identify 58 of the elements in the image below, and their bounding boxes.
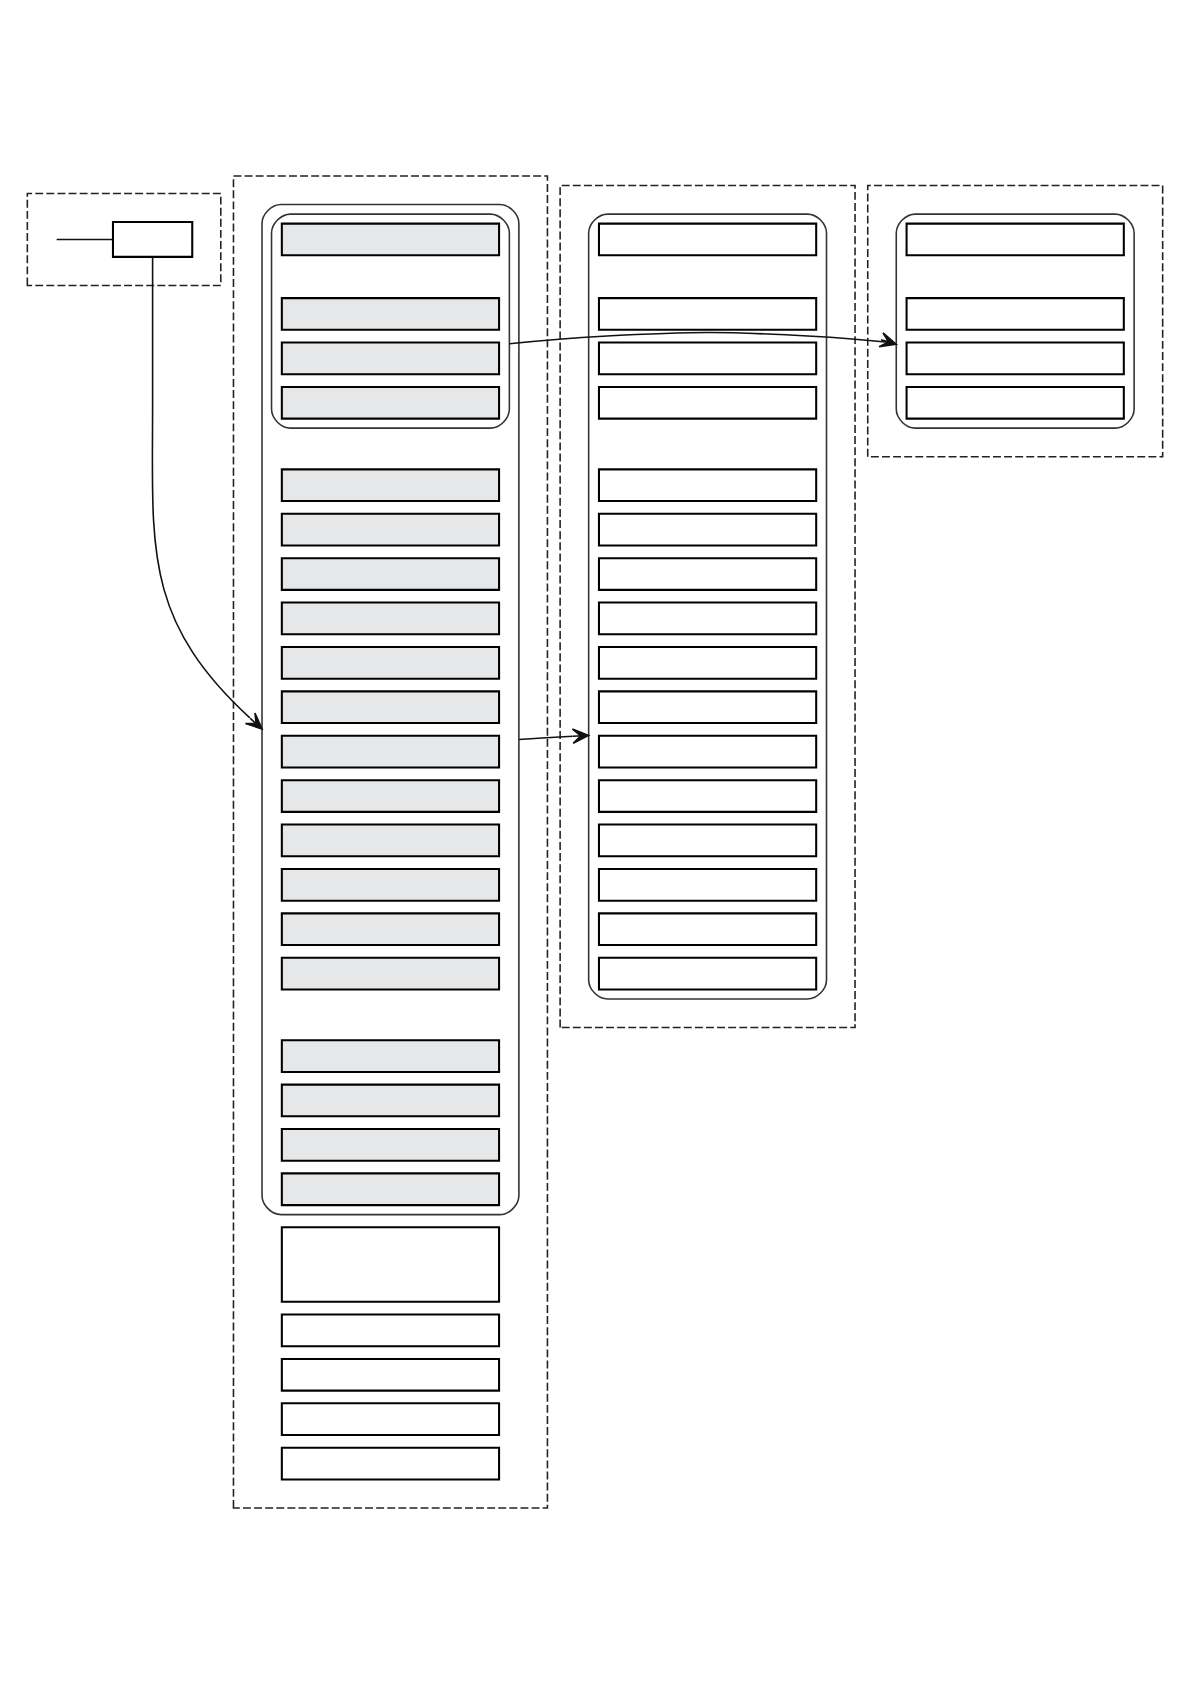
node-box xyxy=(280,1402,501,1437)
node-box xyxy=(280,779,501,813)
node-box xyxy=(280,1083,501,1118)
node-box xyxy=(280,341,501,376)
node-box xyxy=(280,1446,501,1481)
arrow xyxy=(151,256,263,730)
node-box xyxy=(905,341,1125,376)
node-box xyxy=(597,645,818,680)
node-box xyxy=(280,297,501,331)
node-box xyxy=(597,297,818,331)
node-box xyxy=(280,512,501,547)
node-box xyxy=(280,823,501,858)
node-box xyxy=(280,468,501,503)
node-box xyxy=(597,512,818,547)
arrow xyxy=(508,331,898,348)
node-box xyxy=(280,645,501,680)
node-box xyxy=(280,557,501,591)
node-box xyxy=(597,956,818,991)
cluster xyxy=(559,184,856,1029)
cluster xyxy=(232,175,549,1509)
cluster xyxy=(587,213,828,1000)
node-box xyxy=(905,385,1125,420)
node-box xyxy=(111,221,194,258)
node-box xyxy=(280,601,501,636)
node-box xyxy=(597,385,818,420)
node-box xyxy=(597,557,818,591)
node-box xyxy=(597,222,818,257)
node-box xyxy=(597,912,818,947)
cluster xyxy=(261,203,520,1216)
node-box xyxy=(280,956,501,991)
node-box xyxy=(597,823,818,858)
connector xyxy=(55,238,114,241)
node-box xyxy=(280,1313,501,1348)
node-box xyxy=(280,1226,501,1303)
node-box xyxy=(280,690,501,725)
node-box xyxy=(280,734,501,769)
cluster xyxy=(270,213,511,429)
node-box xyxy=(280,385,501,420)
node-box xyxy=(905,297,1125,331)
node-box xyxy=(280,1039,501,1073)
node-box xyxy=(905,222,1125,257)
node-box xyxy=(597,341,818,376)
node-box xyxy=(280,222,501,257)
node-box xyxy=(597,734,818,769)
node-box xyxy=(280,1172,501,1207)
cluster xyxy=(866,184,1164,458)
node-box xyxy=(597,779,818,813)
node-box xyxy=(280,1127,501,1162)
cluster xyxy=(895,213,1135,429)
cluster xyxy=(26,192,222,287)
node-box xyxy=(597,867,818,902)
node-box xyxy=(597,468,818,503)
node-box xyxy=(597,601,818,636)
node-box xyxy=(280,912,501,947)
node-box xyxy=(280,867,501,902)
node-box xyxy=(597,690,818,725)
arrow xyxy=(518,728,590,745)
node-box xyxy=(280,1357,501,1392)
